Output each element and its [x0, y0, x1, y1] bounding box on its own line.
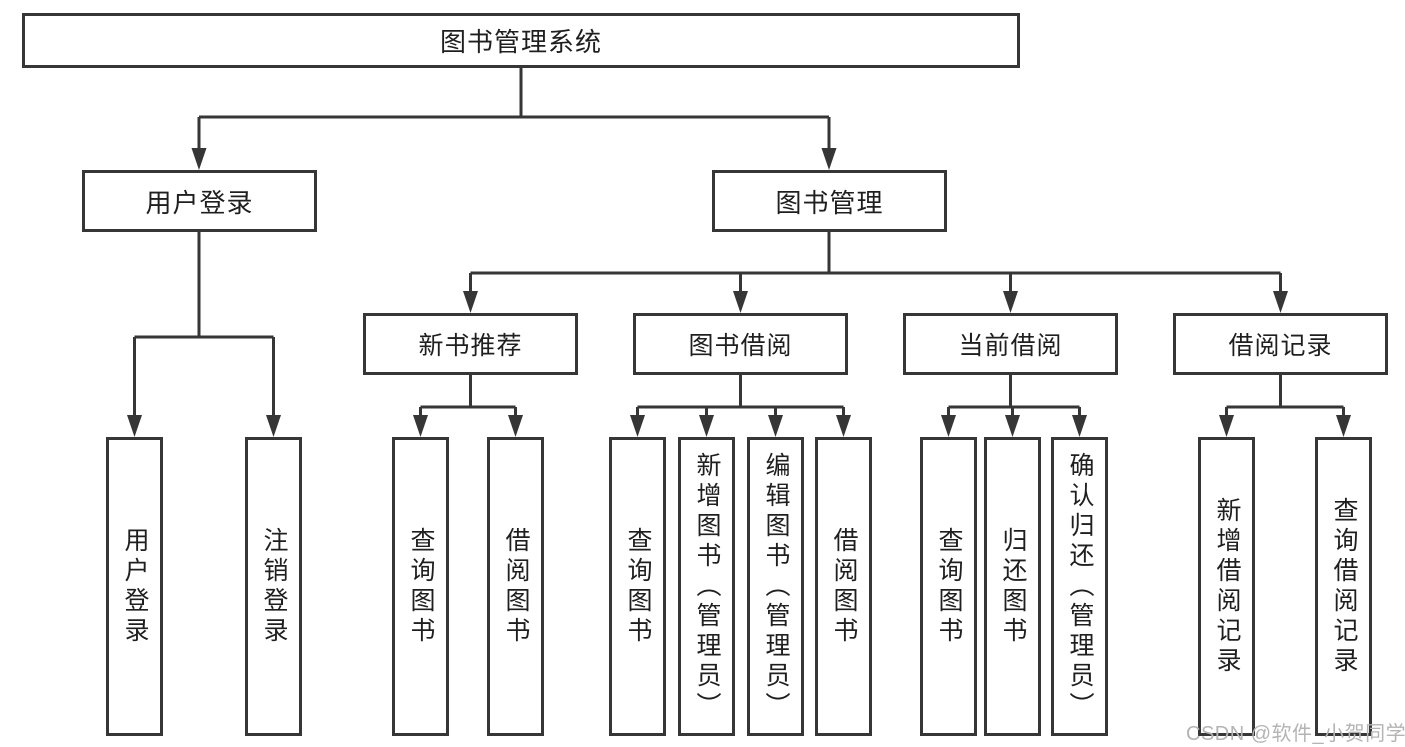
arrowhead [630, 415, 645, 437]
leaf-query-book-recommend: 查询图书 [392, 437, 449, 736]
arrowhead [1072, 415, 1087, 437]
arrowheads [127, 148, 1351, 437]
arrowhead [1273, 291, 1288, 313]
arrowhead [836, 415, 851, 437]
node-borrow-records: 借阅记录 [1173, 313, 1388, 375]
leaf-add-borrow-record: 新增借阅记录 [1198, 437, 1255, 736]
arrowhead [127, 415, 142, 437]
node-user-login: 用户登录 [82, 170, 317, 232]
arrowhead [413, 415, 428, 437]
arrowhead [1336, 415, 1351, 437]
arrowhead [733, 291, 748, 313]
leaf-borrow-book-borrowing: 借阅图书 [815, 437, 872, 736]
leaf-query-book-borrowing: 查询图书 [609, 437, 666, 736]
leaf-return-book: 归还图书 [984, 437, 1041, 736]
arrowhead [1219, 415, 1234, 437]
arrowhead [463, 291, 478, 313]
arrowhead [1005, 415, 1020, 437]
node-new-book-recommend: 新书推荐 [363, 313, 578, 375]
arrowhead [768, 415, 783, 437]
arrowhead [699, 415, 714, 437]
arrowhead [508, 415, 523, 437]
node-library-system: 图书管理系统 [22, 13, 1020, 68]
csdn-watermark: CSDN @软件_小贺同学 [1186, 723, 1405, 745]
leaf-user-login: 用户登录 [106, 437, 163, 736]
leaf-edit-book-admin: 编辑图书（管理员） [747, 437, 804, 736]
arrowhead [191, 148, 207, 170]
arrowhead [1003, 291, 1018, 313]
arrowhead [266, 415, 281, 437]
connector-path [133, 68, 1345, 420]
arrowhead [821, 148, 837, 170]
node-book-management: 图书管理 [712, 170, 947, 232]
leaf-logout: 注销登录 [245, 437, 302, 736]
leaf-add-book-admin: 新增图书（管理员） [678, 437, 735, 736]
node-current-borrowing: 当前借阅 [903, 313, 1118, 375]
leaf-query-borrow-record: 查询借阅记录 [1315, 437, 1372, 736]
leaf-confirm-return-admin: 确认归还（管理员） [1051, 437, 1108, 736]
leaf-borrow-book-recommend: 借阅图书 [487, 437, 544, 736]
arrowhead [941, 415, 956, 437]
leaf-query-book-current: 查询图书 [920, 437, 977, 736]
node-book-borrowing: 图书借阅 [633, 313, 848, 375]
